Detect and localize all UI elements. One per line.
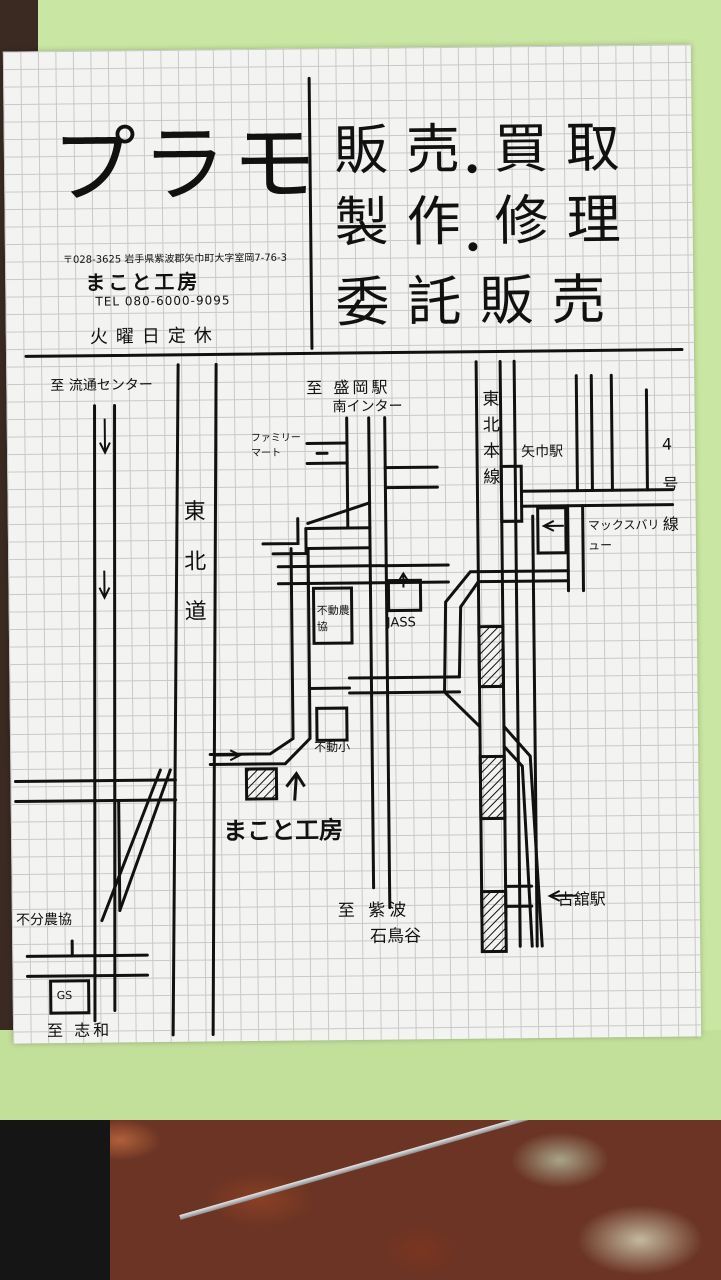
road-map (13, 76, 684, 1037)
label-minami-inter: 南インター (332, 398, 403, 416)
label-yahaba-station: 矢巾駅 (520, 443, 564, 461)
label-tohoku-main-line: 東北本線 (482, 389, 501, 488)
label-route-4: 4号線 (661, 434, 679, 534)
dark-corner (0, 1090, 110, 1280)
hand-drawn-map-paper: プラモ 〒028-3625 岩手県紫波郡矢巾町大字室岡7-76-3 まこと工房 … (2, 44, 702, 1044)
label-furudate-station: 古舘駅 (557, 889, 606, 909)
label-jass: JASS (386, 615, 416, 631)
label-tohokudo: 東北道 (183, 499, 207, 625)
label-kobu-noukyo: 不分農協 (15, 911, 73, 929)
green-folder-bottom (0, 1030, 721, 1120)
label-to-shiwa-2: 至 志和 (46, 1020, 113, 1041)
label-family-mart: ファミリーマート (250, 432, 301, 460)
label-gs: GS (56, 988, 73, 1003)
label-fudo-noukyo: 不動農協 (316, 604, 350, 634)
label-shop-marker: まこと工房 (222, 816, 344, 846)
label-max-value: マックスバリュー (587, 517, 660, 553)
label-fudo-elementary: 不動小 (314, 740, 351, 755)
label-ishidoriya: 石鳥谷 (370, 926, 422, 947)
label-to-ryutsu-center: 至 流通センター (50, 377, 153, 395)
label-to-shiwa: 至 紫波 (337, 900, 411, 922)
